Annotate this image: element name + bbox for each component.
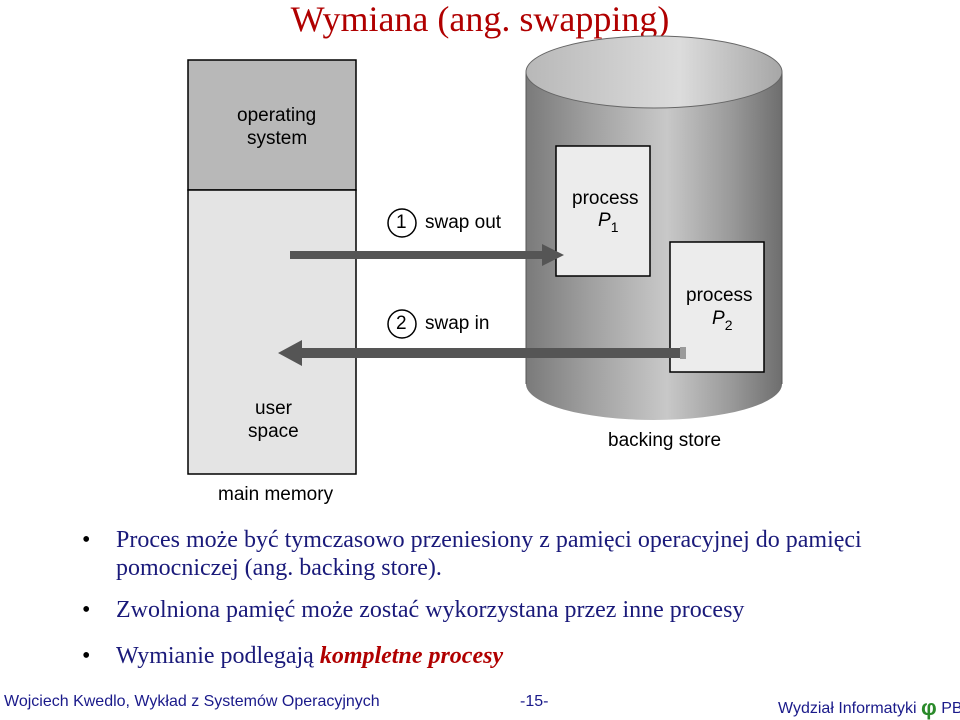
swap-out-arrow <box>290 244 564 266</box>
main-memory <box>187 59 357 475</box>
slide-title: Wymiana (ang. swapping) <box>290 0 670 39</box>
process-p1-box <box>555 145 651 277</box>
os-label-line2: system <box>247 128 308 149</box>
bullet-text-wrapper: Wymianie podlegają kompletne procesy <box>116 642 942 670</box>
step2-number: 2 <box>396 313 407 334</box>
step1-circle <box>387 208 417 238</box>
swap-in-arrow <box>278 340 686 366</box>
bullet-dot-icon: • <box>82 597 91 623</box>
process-p2-subscript: 2 <box>724 317 733 333</box>
bullet-emphasis: kompletne procesy <box>319 643 504 669</box>
footer-faculty: Wydział Informatyki φ PB <box>778 693 960 720</box>
footer-author: Wojciech Kwedlo, Wykład z Systemów Opera… <box>4 693 380 710</box>
user-space-label-line1: user <box>255 398 292 419</box>
backing-store-caption: backing store <box>608 430 722 451</box>
swap-out-label: swap out <box>425 212 502 233</box>
bullet-text: Zwolniona pamięć może zostać wykorzystan… <box>116 597 745 623</box>
process-p1-name: P1 <box>598 210 619 235</box>
user-space-region <box>187 189 357 475</box>
process-p2-label: process <box>686 285 753 306</box>
swapping-diagram <box>187 35 783 475</box>
swap-in-label: swap in <box>425 313 490 334</box>
os-region <box>187 59 357 191</box>
step1-number: 1 <box>396 212 407 233</box>
bullet-text: Wymianie podlegają <box>116 643 320 669</box>
step2-circle <box>387 309 417 339</box>
process-p2-letter: P <box>712 308 725 329</box>
bullet-dot-icon: • <box>82 643 91 669</box>
bullet-dot-icon: • <box>82 527 91 553</box>
bullet-text: Proces może być tymczasowo przeniesiony … <box>116 527 862 581</box>
footer-page-number: -15- <box>520 693 549 710</box>
process-p1-subscript: 1 <box>610 219 619 235</box>
os-label-line1: operating <box>237 105 317 126</box>
faculty-logo-icon: φ <box>921 695 937 720</box>
user-space-label-line2: space <box>248 421 299 442</box>
process-p1-letter: P <box>598 210 611 231</box>
footer-faculty-label: Wydział Informatyki <box>778 700 917 717</box>
process-p1-label: process <box>572 188 639 209</box>
main-memory-caption: main memory <box>218 484 334 505</box>
footer-university: PB <box>941 700 960 717</box>
process-p2-name: P2 <box>712 308 733 333</box>
